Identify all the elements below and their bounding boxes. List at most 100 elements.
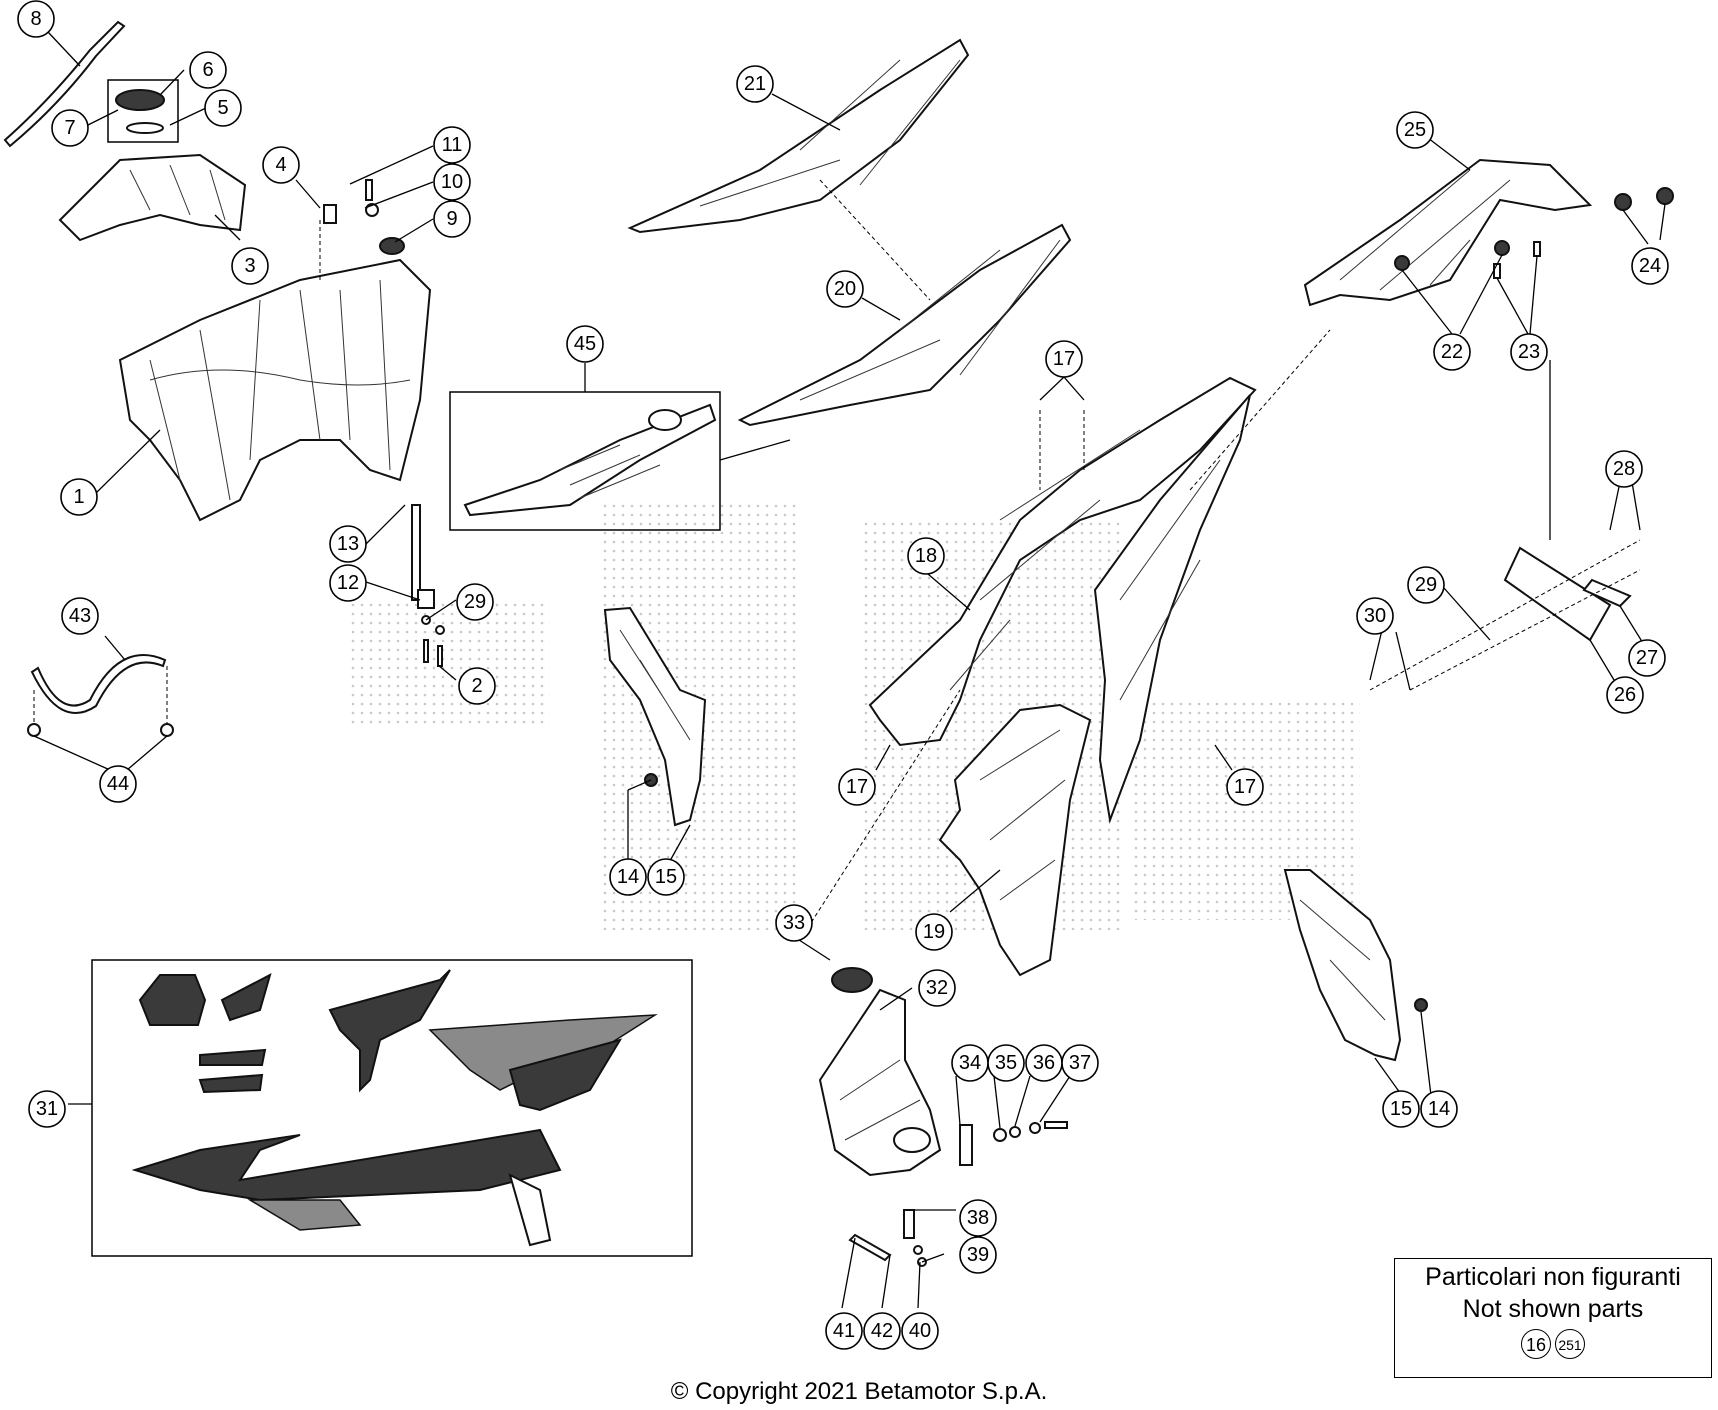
svg-text:2: 2: [471, 675, 482, 697]
svg-text:38: 38: [967, 1207, 989, 1229]
notes-line-english: Not shown parts: [1462, 1295, 1644, 1323]
fuel-tank: [118, 258, 432, 522]
svg-text:32: 32: [926, 977, 948, 999]
hose: [27, 654, 174, 737]
svg-text:45: 45: [574, 333, 596, 355]
copyright-notice: © Copyright 2021 Betamotor S.p.A.: [670, 1378, 1048, 1405]
callout-14b: 14: [1420, 1090, 1458, 1128]
callout-1: 1: [60, 478, 98, 516]
svg-text:3: 3: [244, 255, 255, 277]
callout-14a: 14: [609, 858, 647, 896]
callout-39: 39: [959, 1236, 997, 1274]
svg-text:24: 24: [1639, 255, 1661, 277]
svg-text:14: 14: [617, 866, 639, 888]
svg-text:4: 4: [275, 154, 286, 176]
fender-fasteners: [1394, 187, 1674, 279]
not-shown-part-16: 16: [1521, 1329, 1551, 1359]
svg-text:37: 37: [1069, 1052, 1091, 1074]
not-shown-part-251: 251: [1555, 1329, 1585, 1359]
callout-34: 34: [951, 1044, 989, 1082]
svg-text:43: 43: [69, 605, 91, 627]
side-panel-right: [1093, 394, 1251, 824]
svg-text:26: 26: [1614, 684, 1636, 706]
seat-upper: [627, 38, 970, 234]
svg-text:17: 17: [1234, 776, 1256, 798]
fasteners-tank-top: [323, 179, 405, 255]
svg-text:25: 25: [1404, 119, 1426, 141]
callout-3: 3: [231, 247, 269, 285]
callout-33: 33: [775, 904, 813, 942]
fuel-cap-housing: [58, 153, 247, 242]
callout-22: 22: [1433, 333, 1471, 371]
not-shown-parts-list: 16 251: [1395, 1329, 1711, 1359]
svg-text:41: 41: [833, 1320, 855, 1342]
not-shown-parts-box: Particolari non figuranti Not shown part…: [1394, 1258, 1712, 1378]
callout-4: 4: [262, 146, 300, 184]
svg-text:5: 5: [217, 97, 228, 119]
svg-text:29: 29: [1415, 574, 1437, 596]
callout-17b: 17: [838, 768, 876, 806]
callout-31: 31: [28, 1090, 66, 1128]
callout-19: 19: [915, 913, 953, 951]
fuel-tap: [411, 504, 445, 667]
callout-17a: 17: [1045, 340, 1083, 378]
svg-text:7: 7: [64, 117, 75, 139]
callout-7: 7: [51, 109, 89, 147]
svg-text:8: 8: [30, 8, 41, 30]
svg-text:23: 23: [1518, 341, 1540, 363]
seat-base-box: [449, 391, 721, 531]
callout-10: 10: [433, 163, 471, 201]
svg-text:13: 13: [337, 533, 359, 555]
callout-26: 26: [1606, 676, 1644, 714]
oil-fittings: [848, 1121, 1068, 1267]
svg-text:21: 21: [744, 73, 766, 95]
svg-text:42: 42: [871, 1320, 893, 1342]
callout-17c: 17: [1226, 768, 1264, 806]
callout-25: 25: [1396, 111, 1434, 149]
callout-43: 43: [61, 597, 99, 635]
svg-text:31: 31: [36, 1098, 58, 1120]
notes-line-italian: Particolari non figuranti: [1425, 1263, 1681, 1291]
svg-text:44: 44: [107, 773, 129, 795]
side-panel-left: [868, 376, 1257, 747]
callout-9: 9: [433, 200, 471, 238]
callout-32: 32: [918, 969, 956, 1007]
callout-11: 11: [433, 126, 471, 164]
svg-text:1: 1: [73, 486, 84, 508]
callout-29a: 29: [456, 583, 494, 621]
callout-27: 27: [1628, 639, 1666, 677]
svg-text:15: 15: [655, 866, 677, 888]
svg-text:28: 28: [1613, 458, 1635, 480]
svg-text:39: 39: [967, 1244, 989, 1266]
callout-21: 21: [736, 65, 774, 103]
callout-42: 42: [863, 1312, 901, 1350]
callouts: 8 6 5 7 3 4 11 10 9 1 13 12 29 2 43 44 2…: [17, 0, 1669, 1350]
callout-2: 2: [458, 667, 496, 705]
seat-lower: [737, 223, 1072, 427]
oil-reservoir: [818, 967, 942, 1177]
svg-text:19: 19: [923, 921, 945, 943]
callout-8: 8: [17, 0, 55, 38]
callout-45: 45: [566, 325, 604, 363]
decal-kit: [91, 959, 693, 1257]
callout-41: 41: [825, 1312, 863, 1350]
svg-text:40: 40: [909, 1320, 931, 1342]
svg-text:36: 36: [1033, 1052, 1055, 1074]
callout-18: 18: [907, 537, 945, 575]
svg-text:20: 20: [834, 278, 856, 300]
callout-15b: 15: [1382, 1090, 1420, 1128]
callout-36: 36: [1025, 1044, 1063, 1082]
leader-lines: [33, 31, 1666, 1309]
airbox-cover: [938, 703, 1092, 977]
svg-text:10: 10: [441, 171, 463, 193]
svg-text:22: 22: [1441, 341, 1463, 363]
frame-guard-left: [603, 606, 707, 827]
callout-30: 30: [1356, 597, 1394, 635]
svg-text:30: 30: [1364, 605, 1386, 627]
callout-37: 37: [1061, 1044, 1099, 1082]
svg-text:17: 17: [846, 776, 868, 798]
frame-guard-right: [1283, 869, 1428, 1062]
fuel-cap: [107, 79, 179, 143]
callout-38: 38: [959, 1199, 997, 1237]
